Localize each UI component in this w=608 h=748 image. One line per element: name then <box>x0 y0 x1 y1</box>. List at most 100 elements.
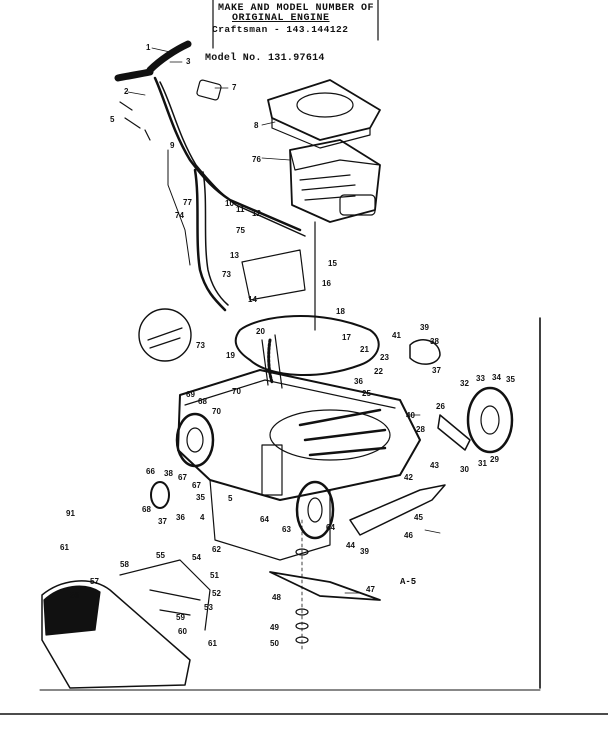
wheel-front-right <box>295 480 335 540</box>
svg-text:31: 31 <box>478 459 487 468</box>
svg-text:57: 57 <box>90 577 99 586</box>
svg-text:17: 17 <box>342 333 351 342</box>
svg-text:5: 5 <box>228 494 233 503</box>
svg-text:11: 11 <box>236 205 245 214</box>
svg-text:64: 64 <box>326 523 335 532</box>
svg-text:70: 70 <box>212 407 221 416</box>
wheel-front-left <box>175 412 215 468</box>
svg-text:41: 41 <box>392 331 401 340</box>
svg-text:61: 61 <box>60 543 69 552</box>
svg-text:68: 68 <box>198 397 207 406</box>
svg-text:76: 76 <box>252 155 261 164</box>
mounting-plate <box>241 249 306 301</box>
svg-text:56: 56 <box>70 591 79 600</box>
svg-text:35: 35 <box>196 493 205 502</box>
engine-body <box>289 139 381 331</box>
svg-text:62: 62 <box>212 545 221 554</box>
svg-text:25: 25 <box>362 389 371 398</box>
svg-text:58: 58 <box>120 560 129 569</box>
svg-text:52: 52 <box>212 589 221 598</box>
svg-text:64: 64 <box>260 515 269 524</box>
svg-text:73: 73 <box>222 270 231 279</box>
svg-text:45: 45 <box>414 513 423 522</box>
svg-text:60: 60 <box>178 627 187 636</box>
svg-text:37: 37 <box>432 366 441 375</box>
svg-text:20: 20 <box>256 327 265 336</box>
detail-circle <box>138 308 192 362</box>
svg-text:42: 42 <box>404 473 413 482</box>
svg-text:22: 22 <box>374 367 383 376</box>
svg-text:15: 15 <box>328 259 337 268</box>
svg-text:47: 47 <box>366 585 375 594</box>
svg-text:69: 69 <box>186 390 195 399</box>
svg-text:18: 18 <box>336 307 345 316</box>
svg-text:70: 70 <box>232 387 241 396</box>
cutting-blade <box>269 571 381 601</box>
svg-text:21: 21 <box>360 345 369 354</box>
svg-text:38: 38 <box>430 337 439 346</box>
svg-text:12: 12 <box>252 209 261 218</box>
wheel-small-left <box>150 481 170 509</box>
svg-text:16: 16 <box>322 279 331 288</box>
svg-text:26: 26 <box>436 402 445 411</box>
model-number-label: Model No. 131.97614 <box>205 53 325 64</box>
svg-text:73: 73 <box>196 341 205 350</box>
svg-text:1: 1 <box>146 43 151 52</box>
svg-text:35: 35 <box>506 375 515 384</box>
svg-text:32: 32 <box>460 379 469 388</box>
svg-text:19: 19 <box>226 351 235 360</box>
svg-text:46: 46 <box>404 531 413 540</box>
svg-text:38: 38 <box>164 469 173 478</box>
svg-text:39: 39 <box>360 547 369 556</box>
svg-text:66: 66 <box>146 467 155 476</box>
svg-text:77: 77 <box>183 198 192 207</box>
svg-text:43: 43 <box>430 461 439 470</box>
svg-text:9: 9 <box>170 141 175 150</box>
svg-text:55: 55 <box>156 551 165 560</box>
blade-washer <box>295 548 309 556</box>
svg-text:48: 48 <box>272 593 281 602</box>
svg-text:36: 36 <box>176 513 185 522</box>
svg-text:53: 53 <box>204 603 213 612</box>
svg-text:39: 39 <box>420 323 429 332</box>
engine-header-line-3: Craftsman - 143.144122 <box>212 24 349 35</box>
mower-deck <box>177 369 421 561</box>
svg-text:34: 34 <box>492 373 501 382</box>
svg-text:74: 74 <box>175 211 184 220</box>
svg-text:13: 13 <box>230 251 239 260</box>
engine-header-line-2: ORIGINAL ENGINE <box>232 13 330 24</box>
callout-labels: 1 3 2 5 7 8 76 9 77 10 11 12 74 75 13 73… <box>60 43 515 648</box>
svg-text:3: 3 <box>186 57 191 66</box>
wheel-rear-right <box>466 386 514 454</box>
svg-text:44: 44 <box>346 541 355 550</box>
svg-text:50: 50 <box>270 639 279 648</box>
svg-text:91: 91 <box>66 509 75 518</box>
svg-text:5: 5 <box>110 115 115 124</box>
svg-text:40: 40 <box>406 411 415 420</box>
handle-assembly <box>114 40 306 312</box>
svg-text:67: 67 <box>178 473 187 482</box>
rear-flap <box>349 484 446 536</box>
svg-text:49: 49 <box>270 623 279 632</box>
svg-text:75: 75 <box>236 226 245 235</box>
svg-text:36: 36 <box>354 377 363 386</box>
svg-text:10: 10 <box>225 199 234 208</box>
svg-text:7: 7 <box>232 83 237 92</box>
svg-text:28: 28 <box>416 425 425 434</box>
svg-text:51: 51 <box>210 571 219 580</box>
bag-frame <box>119 559 211 631</box>
drive-pulley <box>409 339 441 365</box>
svg-text:68: 68 <box>142 505 151 514</box>
svg-text:37: 37 <box>158 517 167 526</box>
grass-catcher-bag <box>41 580 191 689</box>
figure-reference: A-5 <box>400 577 417 587</box>
svg-text:54: 54 <box>192 553 201 562</box>
svg-text:59: 59 <box>176 613 185 622</box>
svg-text:63: 63 <box>282 525 291 534</box>
svg-text:67: 67 <box>192 481 201 490</box>
belt-guard <box>234 315 380 389</box>
height-adjuster-gear <box>437 414 471 451</box>
svg-text:4: 4 <box>200 513 205 522</box>
